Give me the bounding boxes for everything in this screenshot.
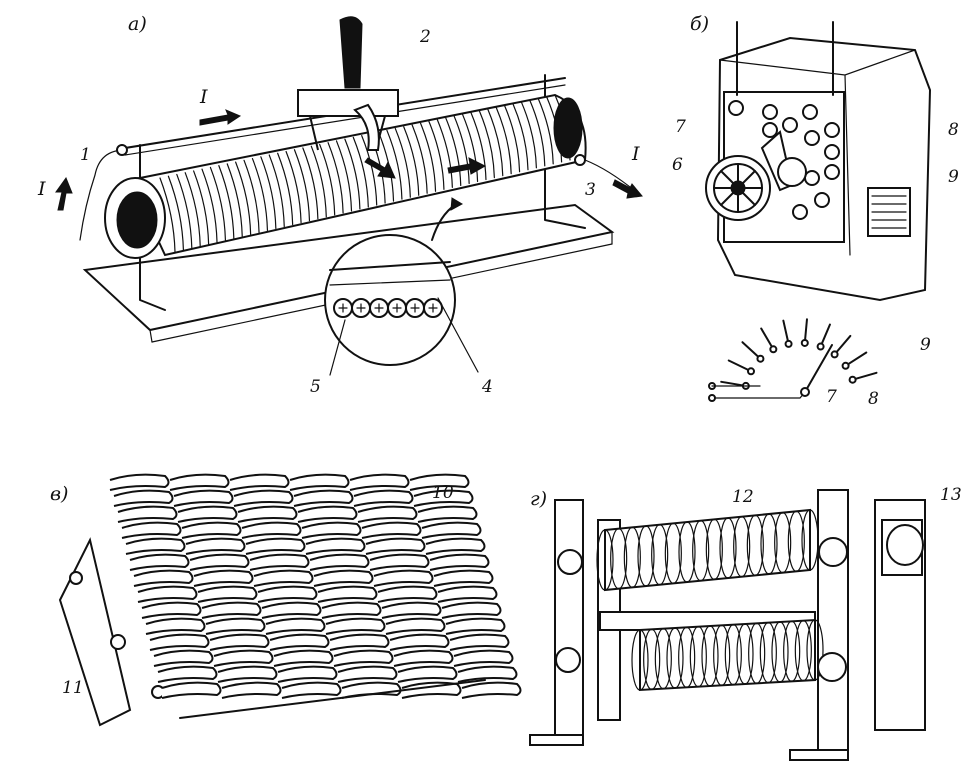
- callout-4: 4: [481, 377, 493, 397]
- tubular-coils: [596, 508, 824, 692]
- end-plate: [58, 537, 132, 727]
- callout-13: 13: [940, 485, 962, 505]
- slide-direction-arrow-1: [364, 157, 396, 179]
- callout-6: 6: [672, 155, 683, 175]
- current-label-left: I: [37, 178, 46, 200]
- contact-studs: [728, 100, 840, 220]
- panel-v-grid-resistor: [58, 473, 522, 727]
- callout-12: 12: [732, 487, 754, 507]
- panel-a-slide-rheostat: [55, 16, 643, 376]
- callout-3: 3: [585, 180, 596, 200]
- callout-7: 7: [675, 117, 686, 137]
- grid-elements: [109, 473, 522, 699]
- callout-2: 2: [419, 27, 431, 47]
- panel-label-a: а): [128, 13, 147, 35]
- current-label-top: I: [199, 86, 208, 108]
- callout-9: 9: [948, 167, 959, 187]
- inset-wire-turns: [329, 261, 451, 318]
- slide-direction-arrow-2: [447, 157, 487, 175]
- coil-windings: [159, 94, 571, 253]
- slider-handle: [339, 16, 363, 89]
- callout-11: 11: [62, 678, 84, 698]
- panel-label-v: в): [50, 483, 68, 505]
- terminal-1: [116, 144, 128, 156]
- callout-7-schematic: 7: [826, 387, 837, 407]
- callout-10: 10: [432, 483, 454, 503]
- panel-g-tubular-resistor-frame: [529, 489, 926, 761]
- frame-post-left: [554, 499, 584, 736]
- terminal-3: [574, 154, 586, 166]
- callout-5: 5: [310, 377, 321, 397]
- current-arrow-top: [199, 109, 242, 126]
- panel-b-box-rheostat: [705, 21, 932, 402]
- current-label-right: I: [631, 143, 640, 165]
- callout-8: 8: [948, 120, 959, 140]
- current-arrow-right: [612, 179, 643, 199]
- callout-1: 1: [80, 145, 91, 165]
- current-arrow-left: [55, 176, 73, 211]
- callout-9-schematic: 9: [920, 335, 931, 355]
- callout-8-schematic: 8: [868, 389, 879, 409]
- stepped-resistor-schematic: [720, 318, 878, 390]
- slider-contact-shoe: [353, 103, 380, 151]
- panel-label-g: г): [530, 488, 547, 510]
- schematic-slider: [804, 344, 833, 393]
- frame-post-middle: [817, 489, 849, 751]
- slider-carriage: [297, 89, 399, 117]
- panel-label-b: б): [690, 13, 709, 35]
